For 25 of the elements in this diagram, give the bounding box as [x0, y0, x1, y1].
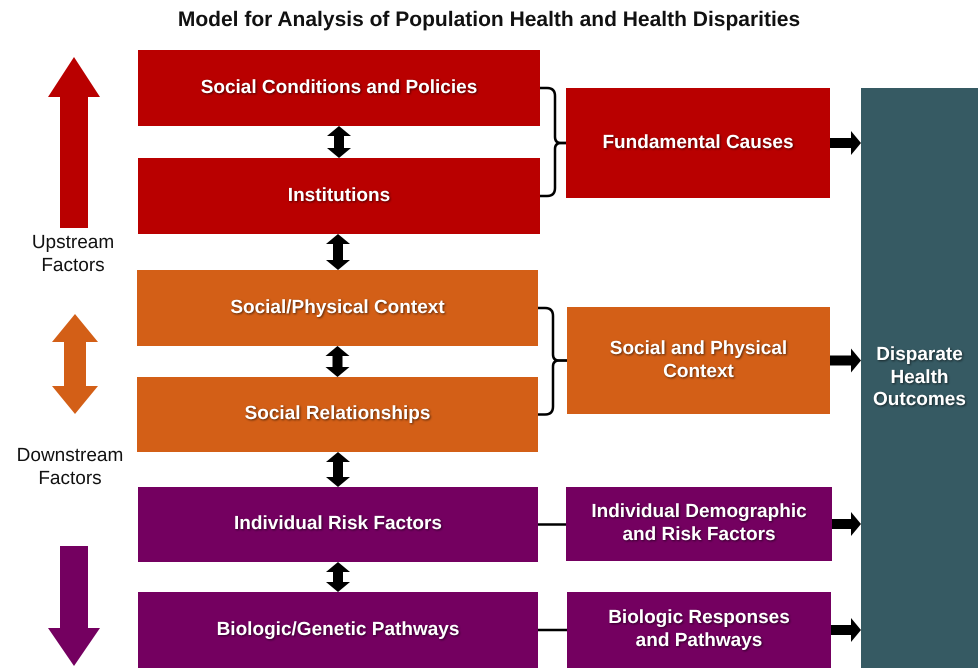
factor-box: Biologic/Genetic Pathways	[138, 592, 538, 668]
side-label: Downstream Factors	[16, 445, 124, 491]
factor-box: Individual Risk Factors	[138, 487, 538, 562]
block-arrow	[832, 512, 861, 536]
side-label: Upstream Factors	[30, 232, 116, 278]
factor-box: Social/Physical Context	[137, 270, 538, 346]
factor-box: Social and Physical Context	[567, 307, 830, 414]
block-arrow	[830, 131, 861, 155]
connector-line	[538, 628, 567, 632]
block-arrow	[326, 562, 350, 592]
connector-line	[538, 523, 566, 526]
block-arrow	[831, 618, 861, 642]
factor-box: Individual Demographic and Risk Factors	[566, 487, 832, 561]
block-arrow	[326, 234, 350, 270]
block-arrow	[327, 126, 351, 158]
factor-box: Institutions	[138, 158, 540, 234]
diagram-title: Model for Analysis of Population Health and Health Disparities	[176, 8, 802, 32]
factor-box: Fundamental Causes	[566, 88, 830, 198]
block-arrow	[326, 452, 350, 487]
factor-box: Social Relationships	[137, 377, 538, 452]
factor-box: Disparate Health Outcomes	[861, 88, 978, 668]
factor-box: Biologic Responses and Pathways	[567, 592, 831, 668]
factor-box: Social Conditions and Policies	[138, 50, 540, 126]
block-arrow	[326, 346, 350, 377]
block-arrow	[830, 348, 861, 372]
